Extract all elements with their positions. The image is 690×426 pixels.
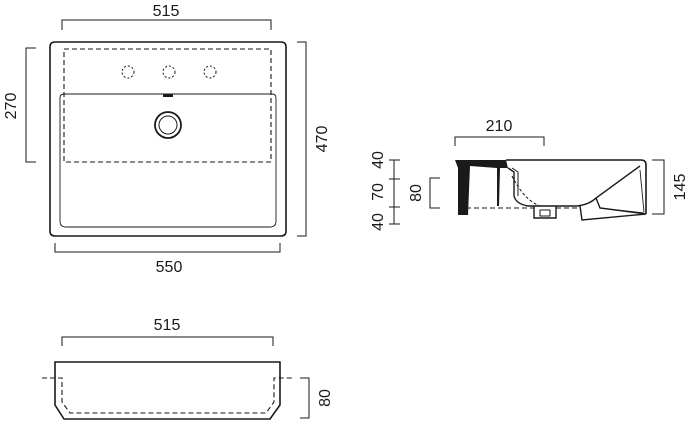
front-outline: [54, 361, 281, 420]
front-hidden-outline: [42, 377, 292, 414]
dim-section-40-bottom: 40: [370, 213, 387, 231]
dim-section-70: 70: [370, 183, 387, 201]
dim-right-depth: 470: [314, 126, 331, 153]
dim-left-depth: 270: [3, 93, 20, 120]
dim-bottom-width: 550: [156, 259, 183, 276]
dim-section-40-top: 40: [370, 151, 387, 169]
drain-inner: [158, 115, 178, 135]
section-basin-contour: [507, 165, 641, 207]
dim-section-145: 145: [672, 174, 689, 201]
hidden-outline: [63, 48, 272, 163]
section-left-wall: [455, 160, 508, 215]
front-view: 515 80: [42, 317, 334, 420]
section-view: 210 40 70 40 80 145: [370, 118, 689, 231]
tap-hole-center: [162, 65, 176, 79]
drain-outer: [154, 111, 182, 139]
dim-top-width: 515: [153, 3, 180, 20]
section-right-underside: [579, 197, 647, 221]
basin-outline-top: [49, 41, 287, 237]
dim-front-width: 515: [154, 317, 181, 334]
tap-hole-right: [203, 65, 217, 79]
basin-inner-rim: [59, 93, 277, 228]
top-view: 515 270 470 550: [3, 3, 331, 276]
dim-section-210: 210: [486, 118, 513, 135]
tap-hole-left: [121, 65, 135, 79]
dim-front-height: 80: [317, 389, 334, 407]
dim-section-80: 80: [408, 184, 425, 202]
overflow-slot: [163, 94, 173, 97]
section-top-edge: [506, 159, 647, 214]
section-drain: [533, 206, 557, 219]
